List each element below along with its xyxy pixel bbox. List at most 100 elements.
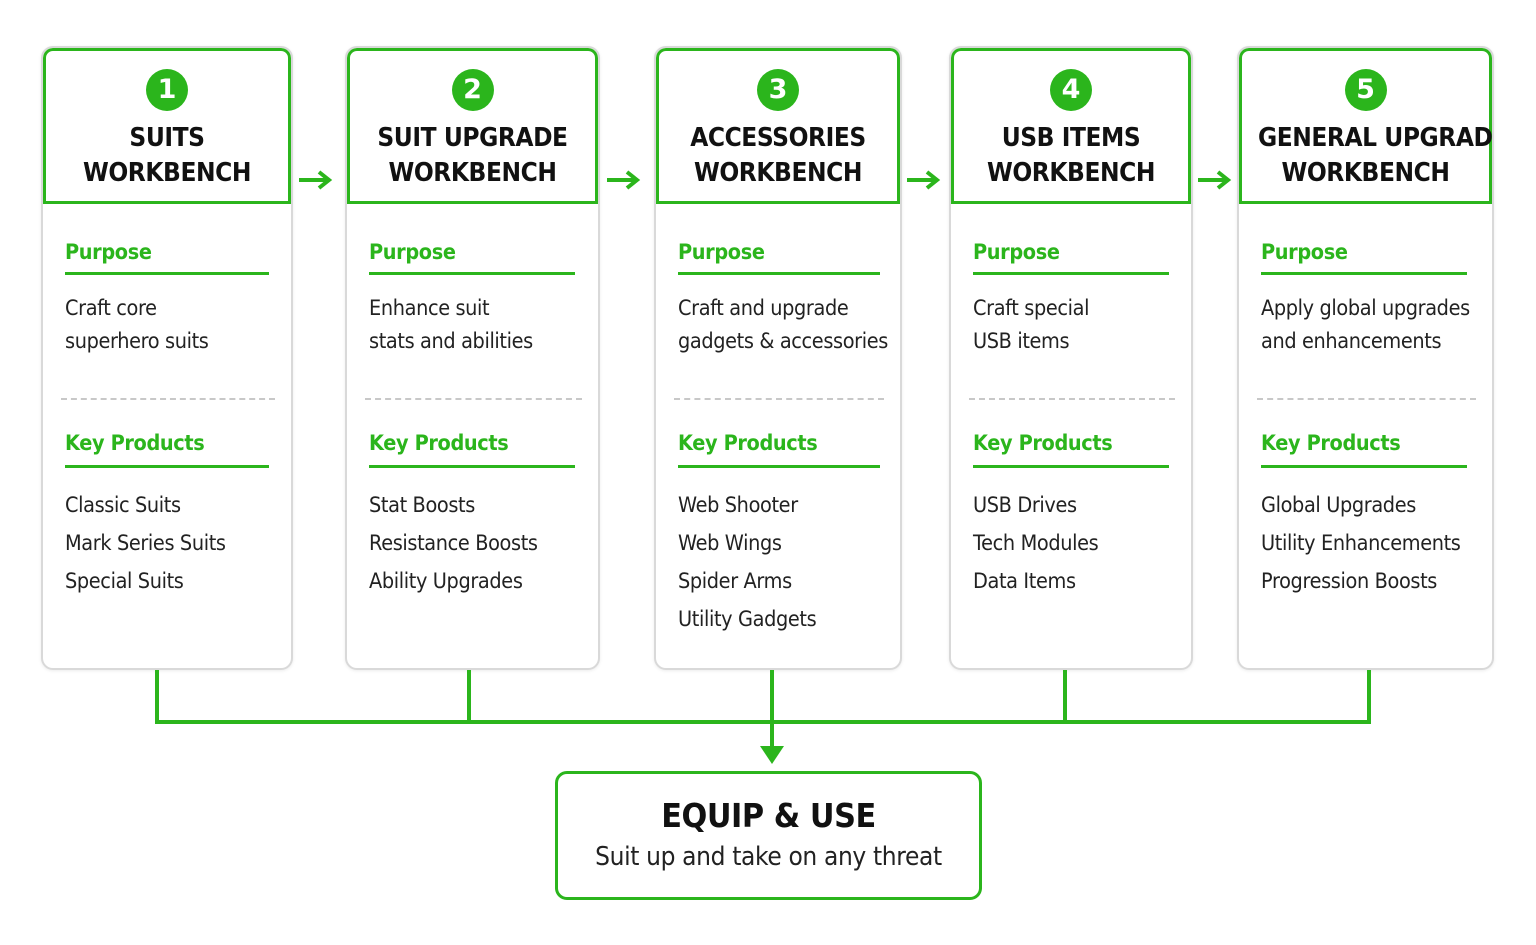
key-products-underline	[369, 465, 575, 468]
product-item: Data Items	[973, 569, 1076, 593]
product-item: Resistance Boosts	[369, 531, 538, 555]
purpose-label: Purpose	[369, 240, 456, 264]
step-number-badge: 4	[1050, 69, 1092, 111]
product-item: Progression Boosts	[1261, 569, 1438, 593]
card-title-line: SUIT UPGRADE	[377, 123, 568, 153]
card-header: 1 SUITS WORKBENCH	[43, 48, 291, 204]
key-products-underline	[678, 465, 880, 468]
workbench-card-general-upgrade: 5 GENERAL UPGRADE WORKBENCH Purpose Appl…	[1237, 46, 1494, 670]
card-title-line: ACCESSORIES	[690, 123, 866, 153]
purpose-line: superhero suits	[65, 329, 209, 353]
card-header: 4 USB ITEMS WORKBENCH	[951, 48, 1191, 204]
purpose-underline	[369, 272, 575, 275]
product-item: Ability Upgrades	[369, 569, 523, 593]
key-products-list: Global Upgrades Utility Enhancements Pro…	[1261, 486, 1461, 600]
key-products-underline	[65, 465, 269, 468]
arrow-down-icon	[760, 746, 784, 764]
arrow-right-icon	[907, 170, 941, 190]
product-item: Stat Boosts	[369, 493, 475, 517]
card-title-line: WORKBENCH	[388, 158, 557, 188]
purpose-line: Enhance suit	[369, 296, 490, 320]
key-products-label: Key Products	[973, 431, 1113, 455]
section-divider	[61, 398, 275, 400]
step-number-badge: 1	[146, 69, 188, 111]
key-products-underline	[1261, 465, 1467, 468]
key-products-label: Key Products	[678, 431, 818, 455]
card-header: 3 ACCESSORIES WORKBENCH	[656, 48, 900, 204]
arrow-right-icon	[607, 170, 641, 190]
product-item: Utility Gadgets	[678, 607, 817, 631]
product-item: Web Wings	[678, 531, 782, 555]
workbench-card-usb-items: 4 USB ITEMS WORKBENCH Purpose Craft spec…	[949, 46, 1193, 670]
purpose-label: Purpose	[973, 240, 1060, 264]
card-title: SUIT UPGRADE WORKBENCH	[366, 121, 579, 191]
product-item: Utility Enhancements	[1261, 531, 1461, 555]
card-title: ACCESSORIES WORKBENCH	[675, 121, 882, 191]
outcome-title: EQUIP & USE	[661, 796, 876, 835]
purpose-text: Craft core superhero suits	[65, 292, 209, 358]
workbench-card-suit-upgrade: 2 SUIT UPGRADE WORKBENCH Purpose Enhance…	[345, 46, 600, 670]
card-title-line: WORKBENCH	[1281, 158, 1450, 188]
step-number-badge: 2	[451, 69, 494, 111]
purpose-underline	[65, 272, 269, 275]
key-products-list: Stat Boosts Resistance Boosts Ability Up…	[369, 486, 538, 600]
purpose-line: Craft special	[973, 296, 1090, 320]
purpose-line: stats and abilities	[369, 329, 533, 353]
purpose-label: Purpose	[65, 240, 152, 264]
purpose-line: Apply global upgrades	[1261, 296, 1470, 320]
card-title-line: WORKBENCH	[987, 158, 1155, 188]
purpose-underline	[678, 272, 880, 275]
step-number-badge: 5	[1344, 69, 1387, 111]
section-divider	[365, 398, 582, 400]
section-divider	[969, 398, 1175, 400]
section-divider	[1257, 398, 1476, 400]
arrow-right-icon	[1198, 170, 1232, 190]
purpose-text: Enhance suit stats and abilities	[369, 292, 533, 358]
purpose-underline	[973, 272, 1169, 275]
purpose-label: Purpose	[1261, 240, 1348, 264]
purpose-text: Apply global upgrades and enhancements	[1261, 292, 1470, 358]
product-item: Web Shooter	[678, 493, 798, 517]
step-number-badge: 3	[757, 69, 799, 111]
purpose-line: gadgets & accessories	[678, 329, 888, 353]
card-title-line: SUITS	[129, 123, 205, 153]
purpose-text: Craft special USB items	[973, 292, 1089, 358]
card-title: SUITS WORKBENCH	[62, 121, 273, 191]
arrow-right-icon	[299, 170, 333, 190]
purpose-text: Craft and upgrade gadgets & accessories	[678, 292, 888, 358]
product-item: USB Drives	[973, 493, 1077, 517]
product-item: Spider Arms	[678, 569, 792, 593]
workbench-card-accessories: 3 ACCESSORIES WORKBENCH Purpose Craft an…	[654, 46, 902, 670]
key-products-list: Web Shooter Web Wings Spider Arms Utilit…	[678, 486, 817, 638]
card-header: 2 SUIT UPGRADE WORKBENCH	[347, 48, 598, 204]
purpose-line: Craft and upgrade	[678, 296, 849, 320]
key-products-underline	[973, 465, 1169, 468]
card-title: USB ITEMS WORKBENCH	[969, 121, 1172, 191]
purpose-label: Purpose	[678, 240, 765, 264]
key-products-label: Key Products	[369, 431, 509, 455]
product-item: Global Upgrades	[1261, 493, 1416, 517]
card-header: 5 GENERAL UPGRADE WORKBENCH	[1239, 48, 1492, 204]
card-title-line: USB ITEMS	[1001, 123, 1141, 153]
equip-and-use-box: EQUIP & USE Suit up and take on any thre…	[555, 771, 982, 900]
key-products-list: Classic Suits Mark Series Suits Special …	[65, 486, 226, 600]
purpose-line: USB items	[973, 329, 1070, 353]
workbench-card-suits: 1 SUITS WORKBENCH Purpose Craft core sup…	[41, 46, 293, 670]
card-title-line: WORKBENCH	[694, 158, 862, 188]
card-title: GENERAL UPGRADE WORKBENCH	[1257, 121, 1494, 191]
purpose-line: and enhancements	[1261, 329, 1442, 353]
key-products-label: Key Products	[1261, 431, 1401, 455]
product-item: Mark Series Suits	[65, 531, 226, 555]
product-item: Tech Modules	[973, 531, 1099, 555]
product-item: Classic Suits	[65, 493, 181, 517]
section-divider	[674, 398, 884, 400]
card-title-line: GENERAL UPGRADE	[1257, 123, 1494, 153]
key-products-list: USB Drives Tech Modules Data Items	[973, 486, 1099, 600]
purpose-line: Craft core	[65, 296, 157, 320]
outcome-subtitle: Suit up and take on any threat	[595, 842, 942, 872]
purpose-underline	[1261, 272, 1467, 275]
product-item: Special Suits	[65, 569, 184, 593]
key-products-label: Key Products	[65, 431, 205, 455]
card-title-line: WORKBENCH	[83, 158, 251, 188]
